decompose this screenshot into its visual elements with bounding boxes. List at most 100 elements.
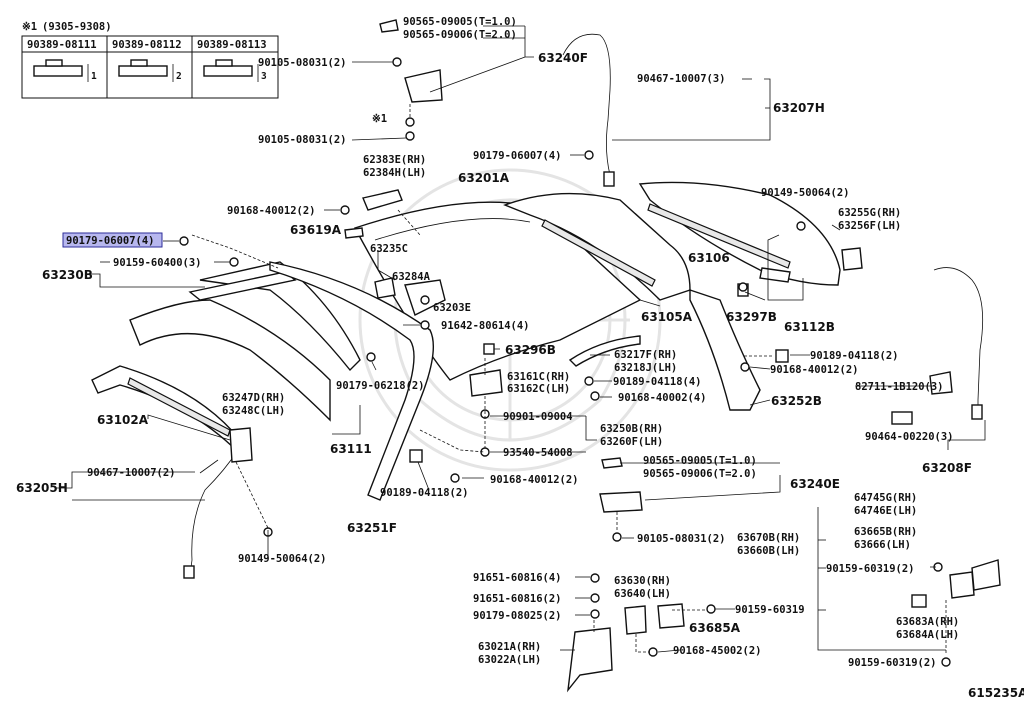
label-90464-00220: 90464-00220(3) [865,431,954,443]
clip-82711[interactable] [929,371,953,395]
label-63235c: 63235C [370,243,408,255]
label-90179-06007-highlight[interactable]: 90179-06007(4) [66,235,155,247]
label-63666: 63666(LH) [854,539,911,551]
label-63217f: 63217F(RH) [614,349,677,361]
clip-90464[interactable] [891,411,913,425]
shim-symbol-1: 1 [33,59,97,82]
label-63203e: 63203E [433,302,471,314]
label-90467-10007-a: 90467-10007(3) [637,73,726,85]
label-63105a: 63105A [641,310,693,324]
bow-63102a[interactable] [91,365,241,452]
label-90565-09005-a: 90565-09005(T=1.0) [403,16,517,28]
bracket-63284a[interactable] [374,277,396,299]
label-63685a: 63685A [689,621,741,635]
label-63297b: 63297B [726,310,777,324]
note-mark: ※1 [22,21,37,33]
cable-63205h[interactable] [183,449,239,579]
label-63619a: 63619A [290,223,342,237]
label-63205h: 63205H [16,481,68,495]
bracket-63161c[interactable] [469,369,503,397]
highlighted-part-box[interactable] [62,232,163,248]
label-90189-04118-c: 90189-04118(2) [380,487,469,499]
shim-symbol-3: 3 [203,59,267,82]
label-63296b: 63296B [505,343,556,357]
bracket-63247d[interactable] [229,427,253,463]
label-90159-60319-c: 90159-60319(2) [826,563,915,575]
ref-mark-1: ※1 [372,113,387,125]
bracket-63112b[interactable] [759,267,791,283]
label-91651-60816-b: 91651-60816(2) [473,593,562,605]
label-90105-08031-c: 90105-08031(2) [637,533,726,545]
bracket-63240f[interactable] [379,19,443,103]
bracket-63683a[interactable] [911,594,927,608]
label-63684a: 63684A(LH) [896,629,959,641]
label-64745g: 64745G(RH) [854,492,917,504]
leader-lines [55,25,986,653]
label-63284a: 63284A [392,271,431,283]
label-64746e: 64746E(LH) [854,505,917,517]
part-labels: 90565-09005(T=1.0) 90565-09006(T=2.0) 90… [16,16,1024,700]
seal-63217f[interactable] [568,335,641,367]
weatherstrip-62383e[interactable] [362,189,403,211]
label-90159-60400: 90159-60400(3) [113,257,202,269]
label-63161c: 63161C(RH) [507,371,570,383]
clip-63619a[interactable] [344,227,364,239]
label-63022a: 63022A(LH) [478,654,541,666]
label-63665b: 63665B(RH) [854,526,917,538]
label-90179-06218: 90179-06218(2) [336,380,425,392]
label-63247d: 63247D(RH) [222,392,285,404]
label-63112b: 63112B [784,320,835,334]
bracket-63685a[interactable] [657,603,685,629]
label-82711-1b120: 82711-1B120(3) [855,381,944,393]
bracket-63240e[interactable] [599,457,643,513]
clip-90189-c[interactable] [409,449,423,463]
label-90105-08031-a: 90105-08031(2) [258,57,347,69]
cable-63207h[interactable] [562,33,615,187]
rear-rail-63252b[interactable] [689,289,761,411]
label-63252b: 63252B [771,394,822,408]
note-col-2-index: 2 [176,71,182,82]
hinge-63630[interactable] [624,605,647,635]
shim-symbol-2: 2 [118,59,182,82]
label-90149-50064-r: 90149-50064(2) [761,187,850,199]
latch-64745g[interactable] [949,559,1001,599]
label-63218j: 63218J(LH) [614,362,677,374]
note-col-1-part: 90389-08111 [27,39,97,51]
hinge-63203e[interactable] [404,279,446,316]
bracket-63296b[interactable] [483,343,495,355]
label-63255g: 63255G(RH) [838,207,901,219]
note-table: ※1 (9305-9308) 90389-08111 90389-08112 9… [21,21,279,99]
label-90565-09006-b: 90565-09006(T=2.0) [643,468,757,480]
label-63251f: 63251F [347,521,397,535]
label-90159-60319-d: 90159-60319 [735,604,805,616]
cable-63208f[interactable] [933,267,984,420]
label-90105-08031-b: 90105-08031(2) [258,134,347,146]
label-90168-40012-c: 90168-40012(2) [490,474,579,486]
fasteners [179,57,951,667]
rear-bow-63105a[interactable] [503,192,691,301]
label-63207h: 63207H [773,101,825,115]
label-63256f: 63256F(LH) [838,220,901,232]
clip-90189[interactable] [775,349,789,363]
label-63208f: 63208F [922,461,972,475]
label-90168-40002-m: 90168-40002(4) [618,392,707,404]
note-col-3-index: 3 [261,71,267,82]
label-90168-45002: 90168-45002(2) [673,645,762,657]
front-header-63111[interactable] [129,261,361,422]
bracket-63255g[interactable] [841,247,863,271]
label-63660b: 63660B(LH) [737,545,800,557]
label-63248c: 63248C(LH) [222,405,285,417]
label-63111: 63111 [330,442,372,456]
label-63630: 63630(RH) [614,575,671,587]
label-63106: 63106 [688,251,730,265]
side-rail-63251f[interactable] [269,261,435,501]
hinge-63021a[interactable] [567,627,613,693]
label-90189-04118-r: 90189-04118(2) [810,350,899,362]
rear-bow-63106[interactable] [638,181,841,286]
label-90467-10007-l: 90467-10007(2) [87,467,176,479]
label-93540-54008: 93540-54008 [503,447,573,459]
dashed-assembly-lines [191,104,947,655]
label-90565-09006-a: 90565-09006(T=2.0) [403,29,517,41]
label-63021a: 63021A(RH) [478,641,541,653]
